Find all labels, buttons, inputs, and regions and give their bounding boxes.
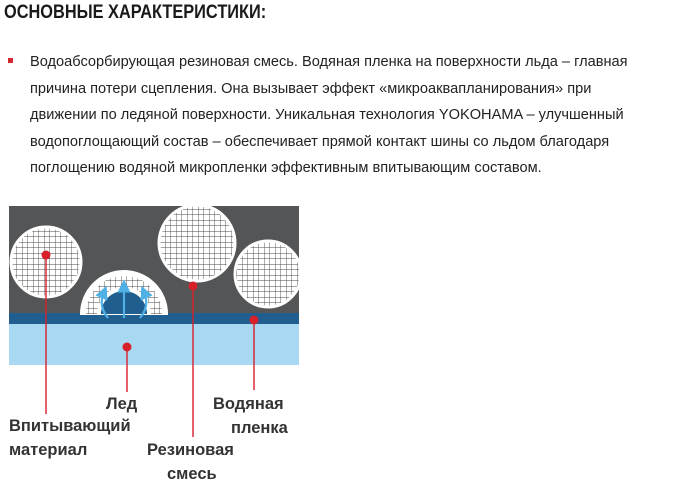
label-rubber: Резиновая смесь (147, 438, 234, 480)
label-absorbent-line2: материал (9, 441, 88, 459)
description-line: движении по ледяной поверхности. Уникаль… (30, 107, 624, 124)
marker-absorbent (41, 250, 51, 414)
upward-arrows-icon (95, 279, 153, 319)
compound-diagram (9, 206, 299, 437)
description-line: водопоглощающий состав – обеспечивает пр… (30, 133, 610, 150)
label-absorbent: Впитывающий материал (9, 414, 131, 462)
marker-rubber (188, 281, 198, 437)
red-square-bullet-icon (8, 58, 13, 63)
label-ice: Лед (106, 392, 137, 416)
page-heading: ОСНОВНЫЕ ХАРАКТЕРИСТИКИ: (4, 2, 267, 23)
description-line: причина потери сцепления. Она вызывает э… (30, 80, 592, 97)
marker-water (249, 315, 259, 390)
marker-ice (122, 342, 132, 392)
description-line: Водоабсорбирующая резиновая смесь. Водян… (30, 54, 628, 70)
label-absorbent-line1: Впитывающий (9, 417, 131, 435)
label-water-line2: пленка (231, 419, 288, 437)
description-line: поглощению водяной микропленки эффективн… (30, 160, 542, 177)
feature-description: Водоабсорбирующая резиновая смесь. Водян… (30, 49, 698, 182)
absorbent-particle (233, 239, 299, 309)
label-water: Водяная пленка (213, 392, 288, 440)
label-rubber-line1: Резиновая (147, 441, 234, 459)
label-water-line1: Водяная (213, 395, 284, 413)
label-ice-text: Лед (106, 395, 138, 413)
ice-layer (9, 324, 299, 365)
label-rubber-line2: смесь (167, 465, 217, 480)
absorbent-particle (157, 206, 237, 283)
